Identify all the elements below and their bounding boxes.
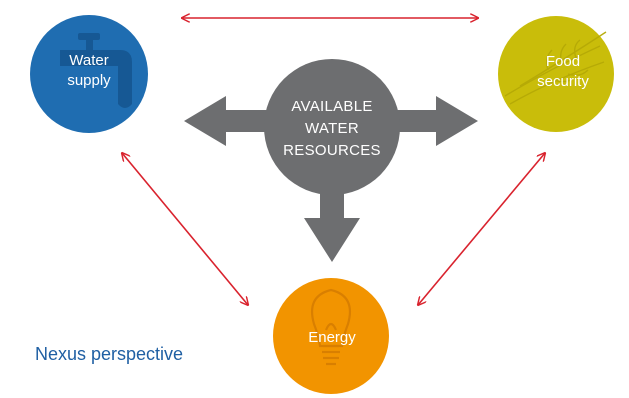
energy-label: Energy (292, 328, 372, 348)
energy-node (273, 278, 389, 394)
central-resources-node (184, 59, 478, 262)
food-security-line-2: security (537, 73, 589, 91)
arrow-to-water (184, 96, 268, 146)
wheat-icon (504, 31, 607, 105)
lightbulb-icon (310, 288, 352, 366)
faucet-icon (60, 33, 132, 108)
central-resources-label: AVAILABLE WATER RESOURCES (262, 96, 402, 161)
diagram-caption: Nexus perspective (35, 344, 184, 364)
arrow-to-energy (304, 175, 360, 262)
connector-food-energy (418, 153, 545, 305)
arrow-to-food (394, 96, 478, 146)
water-supply-label: Water supply (58, 51, 120, 92)
water-supply-line-1: Water (69, 52, 109, 69)
energy-line-1: Energy (308, 329, 356, 346)
food-security-node (498, 16, 614, 132)
food-security-label: Food security (528, 52, 598, 93)
central-line-2: WATER (305, 119, 359, 137)
central-line-1: AVAILABLE (291, 98, 373, 115)
water-supply-line-2: supply (67, 72, 111, 90)
water-supply-node (30, 15, 148, 133)
food-security-line-1: Food (545, 53, 581, 70)
central-line-3: RESOURCES (283, 141, 381, 159)
connector-water-energy (122, 153, 248, 305)
